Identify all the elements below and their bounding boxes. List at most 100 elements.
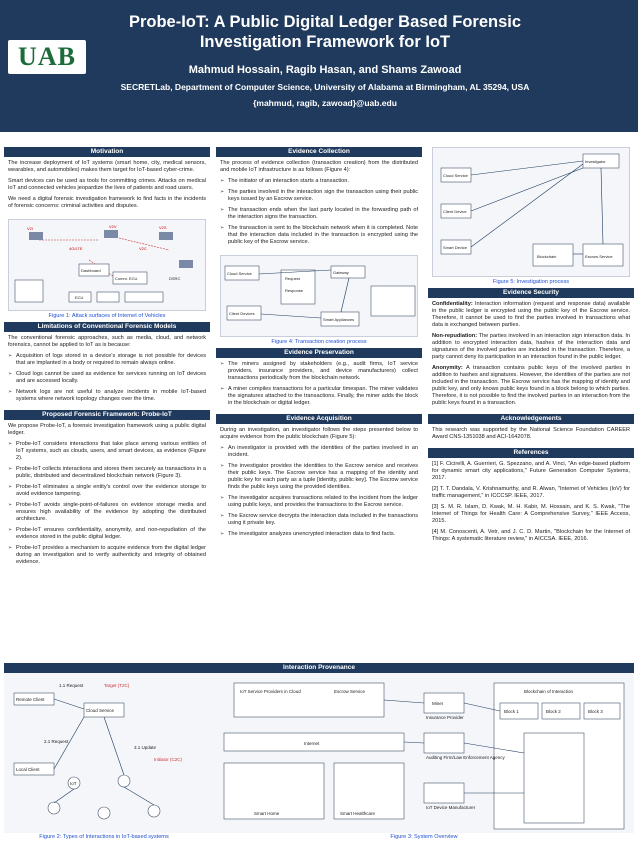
update-31-label: 3.1 Update <box>134 745 157 750</box>
iot-providers-label: IoT Service Providers in Cloud <box>240 689 301 694</box>
right-column: Investigator Cloud Service Client Device… <box>428 147 634 550</box>
reference: [2] T. T. Dandala, V. Krishnamurthy, and… <box>432 486 630 499</box>
left-column: Motivation The increase deployment of Io… <box>4 147 210 573</box>
limitations-heading: Limitations of Conventional Forensic Mod… <box>4 322 210 332</box>
interaction-section: Interaction Provenance Remote Client Clo… <box>4 663 634 848</box>
dashboard-label: Dashboard <box>81 268 101 273</box>
security-heading: Evidence Security <box>428 288 634 298</box>
ack-body: This research was supported by the Natio… <box>432 427 630 440</box>
block-1-label: Block 1 <box>504 709 519 714</box>
list-item: Probe-IoT ensures confidentiality, anony… <box>8 527 206 541</box>
miner-label: Miner <box>432 701 444 706</box>
list-item: The transaction ends when the last party… <box>220 207 418 221</box>
figure-2-caption: Figure 2: Types of Interactions in IoT-b… <box>39 834 169 840</box>
proposed-heading: Proposed Forensic Framework: Probe-IoT <box>4 410 210 420</box>
email: {mahmud, ragib, zawoad}@uab.edu <box>253 98 397 108</box>
preservation-heading: Evidence Preservation <box>216 348 422 358</box>
collection-body: The process of evidence collection (tran… <box>216 157 422 253</box>
list-item: Probe-IoT avoids single-point-of-failure… <box>8 502 206 523</box>
list-item: Acquisition of logs stored in a device's… <box>8 353 206 367</box>
collection-heading: Evidence Collection <box>216 147 422 157</box>
reference: [3] S. M. R. Islam, D. Kwak, M. H. Kabir… <box>432 504 630 524</box>
initiator-c2c-label: Initiator (C2C) <box>154 757 183 762</box>
interaction-diagrams: Remote Client Cloud Service Local Client… <box>4 673 634 833</box>
figure-4-caption: Figure 4: Transaction creation process <box>271 339 367 345</box>
middle-column: Evidence Collection The process of evide… <box>216 147 422 545</box>
preservation-body: The miners assigned by stakeholders (e.g… <box>216 358 422 414</box>
dsrc-label: DSRC <box>169 276 180 281</box>
figure-1-caption: Figure 1: Attack surfaces of Internet of… <box>48 313 166 319</box>
list-item: Probe-IoT provides a mechanism to acquir… <box>8 545 206 566</box>
blockchain-interaction-label: Blockchain of Interaction <box>524 689 574 694</box>
blockchain-label: Blockchain <box>537 254 556 259</box>
list-item: Cloud logs cannot be used as evidence fo… <box>8 371 206 385</box>
affiliation: SECRETLab, Department of Computer Scienc… <box>120 82 530 92</box>
list-item: The initiator of an interaction starts a… <box>220 178 418 185</box>
cloud-service-label: Cloud Service <box>227 271 253 276</box>
auditing-label: Auditing Firm/Law Enforcement Agency <box>426 755 506 760</box>
lte-label: 4G/LTE <box>69 246 83 251</box>
limitations-body: The conventional forensic approaches, su… <box>4 332 210 410</box>
ack-heading: Acknowledgements <box>428 414 634 424</box>
client-devices-label: Client Devices <box>229 311 255 316</box>
refs-heading: References <box>428 448 634 458</box>
interaction-heading: Interaction Provenance <box>4 663 634 673</box>
list-item: Probe-IoT collects interactions and stor… <box>8 466 206 480</box>
investigator-label: Investigator <box>585 159 606 164</box>
v2c-label: V2C <box>139 246 147 251</box>
gateway-label: Gateway <box>333 270 349 275</box>
response-label: Response <box>285 288 304 293</box>
smart-healthcare-label: Smart Healthcare <box>340 811 376 816</box>
list-item: The investigator provides the identities… <box>220 463 418 491</box>
list-item: A miner compiles transactions for a part… <box>220 386 418 407</box>
target-t2c-label: Target (T2C) <box>104 683 130 688</box>
motivation-heading: Motivation <box>4 147 210 157</box>
block-2-label: Block 2 <box>546 709 561 714</box>
client-device-label: Client Device <box>443 209 467 214</box>
comm-ecu-label: Comm. ECU <box>115 276 138 281</box>
request-11-label: 1.1 Request <box>59 683 84 688</box>
security-body: Confidentiality: Interaction information… <box>432 301 631 406</box>
insurance-label: Insurance Provider <box>426 715 464 720</box>
list-item: An investigator is provided with the ide… <box>220 445 418 459</box>
v2v-label: V2V <box>109 224 117 229</box>
list-item: Network logs are not useful to analyze i… <box>8 389 206 403</box>
reference: [1] F. Cicirelli, A. Guerrieri, G. Spezz… <box>432 461 630 481</box>
figure-4: Cloud Service Gateway Smart Appliances C… <box>220 255 418 337</box>
manufacturer-label: IoT Device Manufacturer <box>426 805 476 810</box>
transaction-diagram: Cloud Service Gateway Smart Appliances C… <box>224 265 416 327</box>
list-item: The miners assigned by stakeholders (e.g… <box>220 361 418 382</box>
ecu-label: ECU <box>75 295 84 300</box>
authors: Mahmud Hossain, Ragib Hasan, and Shams Z… <box>188 64 462 76</box>
v2i-label: V2I <box>27 226 33 231</box>
local-client-label: Local Client <box>16 767 40 772</box>
list-item: The investigator analyzes unencrypted in… <box>220 531 418 538</box>
block-3-label: Block 3 <box>588 709 603 714</box>
list-item: Probe-IoT considers interactions that ta… <box>8 441 206 462</box>
fig3-escrow-label: Escrow Service <box>334 689 366 694</box>
reference: [4] M. Conoscenti, A. Vetr, and J. C. D.… <box>432 529 630 542</box>
escrow-service-label: Escrow Service <box>585 254 613 259</box>
list-item: The transaction is sent to the blockchai… <box>220 225 418 246</box>
acquisition-body: During an investigation, an investigator… <box>216 424 422 545</box>
iot-label: IoT <box>70 781 77 786</box>
list-item: Probe-IoT eliminates a single entity's c… <box>8 484 206 498</box>
smart-appliances-label: Smart Appliances <box>323 317 354 322</box>
request-21-label: 2.1 Request <box>44 739 69 744</box>
figure-5: Investigator Cloud Service Client Device… <box>432 147 630 277</box>
smart-device-label: Smart Device <box>443 245 468 250</box>
v2s-label: V2S <box>159 225 167 230</box>
fig2-cloud-service-label: Cloud Service <box>86 708 115 713</box>
figure-3-caption: Figure 3: System Overview <box>390 834 458 840</box>
investigation-diagram: Investigator Cloud Service Client Device… <box>440 153 624 267</box>
acquisition-heading: Evidence Acquisition <box>216 414 422 424</box>
poster-header: UAB Probe-IoT: A Public Digital Ledger B… <box>0 0 638 132</box>
list-item: The parties involved in the interaction … <box>220 189 418 203</box>
poster-title: Probe-IoT: A Public Digital Ledger Based… <box>128 13 522 51</box>
uab-logo: UAB <box>8 40 86 74</box>
refs-body: [1] F. Cicirelli, A. Guerrieri, G. Spezz… <box>428 458 634 550</box>
request-label: Request <box>285 276 301 281</box>
list-item: The investigator acquires transactions r… <box>220 495 418 509</box>
fig5-cloud-service-label: Cloud Service <box>443 173 469 178</box>
iov-diagram: V2I V2V V2S 4G/LTE V2C Dashboard Comm. E… <box>14 224 193 303</box>
